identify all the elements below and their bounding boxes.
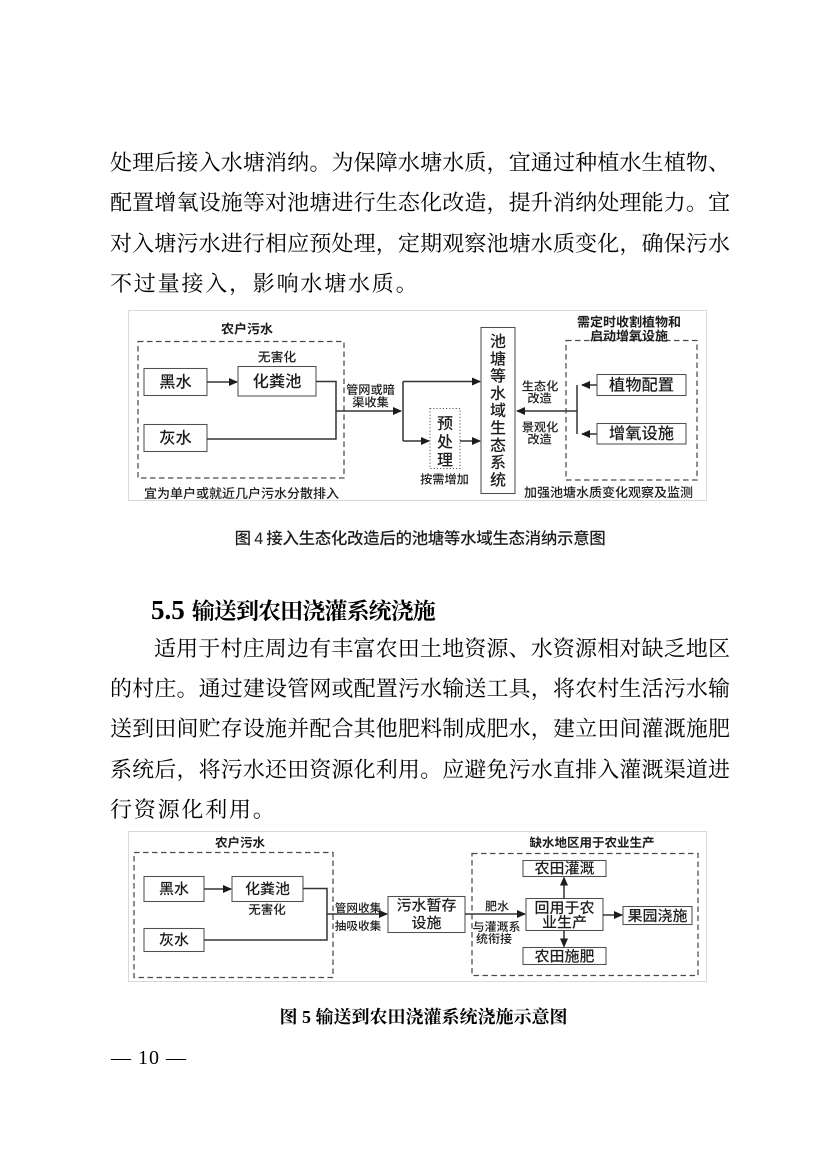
svg-text:黑水: 黑水 [159, 878, 189, 899]
svg-text:增氧设施: 增氧设施 [609, 420, 674, 444]
svg-text:启动增氧设施: 启动增氧设施 [590, 326, 668, 345]
svg-text:污水暂存: 污水暂存 [396, 895, 456, 916]
svg-text:化粪池: 化粪池 [245, 878, 290, 899]
svg-text:缺水地区用于农业生产: 缺水地区用于农业生产 [529, 832, 654, 851]
svg-text:管网收集: 管网收集 [335, 900, 382, 916]
svg-text:黑水: 黑水 [159, 369, 192, 393]
svg-text:无害化: 无害化 [248, 899, 286, 918]
svg-text:需定时收割植物和: 需定时收割植物和 [577, 312, 681, 331]
svg-text:宜为单户或就近几户污水分散排入: 宜为单户或就近几户污水分散排入 [144, 483, 339, 502]
svg-text:无害化: 无害化 [258, 347, 297, 366]
svg-text:农户污水: 农户污水 [215, 832, 266, 851]
svg-text:生态化: 生态化 [522, 377, 559, 395]
svg-text:预处理: 预处理 [437, 410, 453, 471]
svg-text:统衔接: 统衔接 [476, 930, 512, 947]
svg-text:加强池塘水质变化观察及监测: 加强池塘水质变化观察及监测 [524, 482, 693, 501]
svg-text:灰水: 灰水 [159, 425, 192, 449]
svg-text:农田施肥: 农田施肥 [534, 946, 594, 967]
svg-text:果园浇施: 果园浇施 [627, 905, 687, 926]
svg-text:按需增加: 按需增加 [420, 470, 469, 488]
svg-text:池塘等水域生态系统: 池塘等水域生态系统 [490, 328, 506, 490]
svg-text:管网或暗: 管网或暗 [346, 380, 395, 398]
svg-text:业生产: 业生产 [542, 912, 587, 933]
svg-text:设施: 设施 [411, 912, 441, 933]
svg-text:化粪池: 化粪池 [253, 368, 302, 392]
svg-text:抽吸收集: 抽吸收集 [335, 918, 382, 934]
svg-text:植物配置: 植物配置 [609, 372, 674, 396]
svg-text:与灌溉系: 与灌溉系 [472, 918, 520, 935]
svg-text:肥水: 肥水 [485, 898, 509, 915]
svg-text:景观化: 景观化 [522, 418, 559, 436]
svg-text:灰水: 灰水 [159, 929, 189, 950]
svg-text:回用于农: 回用于农 [534, 897, 594, 918]
svg-text:改造: 改造 [527, 389, 551, 407]
svg-text:改造: 改造 [527, 430, 551, 448]
svg-text:农田灌溉: 农田灌溉 [534, 858, 594, 879]
svg-text:渠收集: 渠收集 [352, 393, 389, 411]
svg-text:农户污水: 农户污水 [221, 319, 273, 338]
